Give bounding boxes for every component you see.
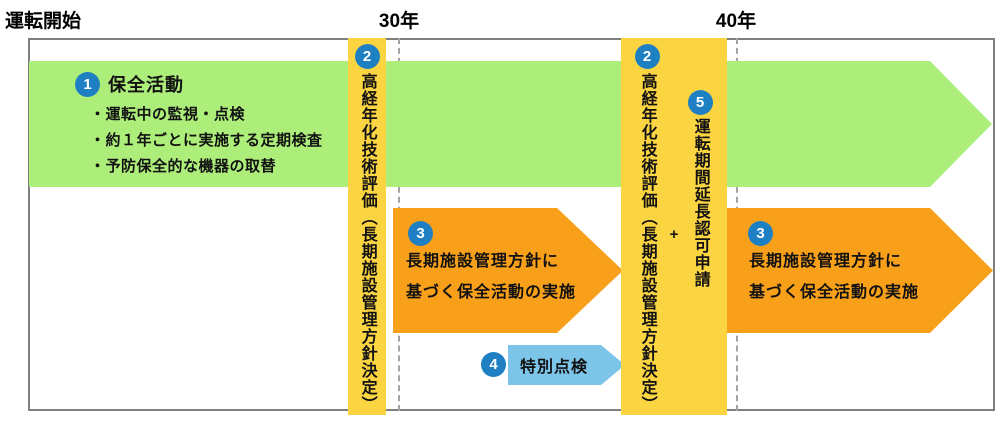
- step-3-badge: 3: [408, 221, 433, 246]
- step-4-badge: 4: [481, 352, 506, 377]
- step-1-badge: 1: [75, 72, 100, 97]
- aging-evaluation-label-40y: 高経年化技術評価（長期施設管理方針決定）: [638, 73, 656, 413]
- aging-evaluation-bar-40y: 2 高経年化技術評価（長期施設管理方針決定） + 5 運転期間延長認可申請: [621, 38, 727, 415]
- implementation-text-40y: 長期施設管理方針に 基づく保全活動の実施: [749, 246, 919, 308]
- maintenance-bullet-list: ・運転中の監視・点検 ・約１年ごとに実施する定期検査 ・予防保全的な機器の取替: [90, 102, 323, 180]
- implementation-line1: 長期施設管理方針に: [749, 253, 903, 270]
- label-30-years: 30年: [378, 11, 420, 32]
- step-3-badge: 3: [748, 221, 773, 246]
- implementation-line1: 長期施設管理方針に: [406, 253, 560, 270]
- step-2-badge: 2: [634, 44, 660, 69]
- maintenance-activity-arrow: 1 保全活動 ・運転中の監視・点検 ・約１年ごとに実施する定期検査 ・予防保全的…: [29, 61, 992, 187]
- aging-evaluation-column: 2 高経年化技術評価（長期施設管理方針決定）: [625, 44, 669, 413]
- maintenance-title: 保全活動: [108, 75, 184, 95]
- maintenance-title-row: 1 保全活動: [75, 71, 184, 97]
- implementation-arrow-30y: 3 長期施設管理方針に 基づく保全活動の実施: [393, 208, 623, 333]
- label-40-years: 40年: [715, 11, 757, 32]
- implementation-line2: 基づく保全活動の実施: [749, 284, 920, 301]
- extension-application-column: 5 運転期間延長認可申請: [678, 90, 722, 288]
- extension-application-label: 運転期間延長認可申請: [691, 118, 709, 288]
- aging-evaluation-label-30y: 高経年化技術評価（長期施設管理方針決定）: [358, 73, 376, 413]
- implementation-line2: 基づく保全活動の実施: [406, 284, 577, 301]
- step-2-badge: 2: [354, 44, 380, 69]
- aging-evaluation-bar-30y: 2 高経年化技術評価（長期施設管理方針決定）: [348, 38, 386, 415]
- maintenance-bullet: ・約１年ごとに実施する定期検査: [90, 132, 323, 149]
- label-operation-start: 運転開始: [5, 11, 82, 32]
- implementation-text-30y: 長期施設管理方針に 基づく保全活動の実施: [406, 246, 576, 308]
- special-inspection-arrow: 特別点検: [508, 345, 625, 385]
- special-inspection-label: 特別点検: [520, 359, 589, 376]
- step-5-badge: 5: [687, 90, 713, 115]
- plus-sign: +: [669, 226, 679, 243]
- maintenance-bullet: ・予防保全的な機器の取替: [90, 158, 277, 175]
- maintenance-bullet: ・運転中の監視・点検: [90, 106, 246, 123]
- implementation-arrow-40y: 3 長期施設管理方針に 基づく保全活動の実施: [727, 208, 993, 333]
